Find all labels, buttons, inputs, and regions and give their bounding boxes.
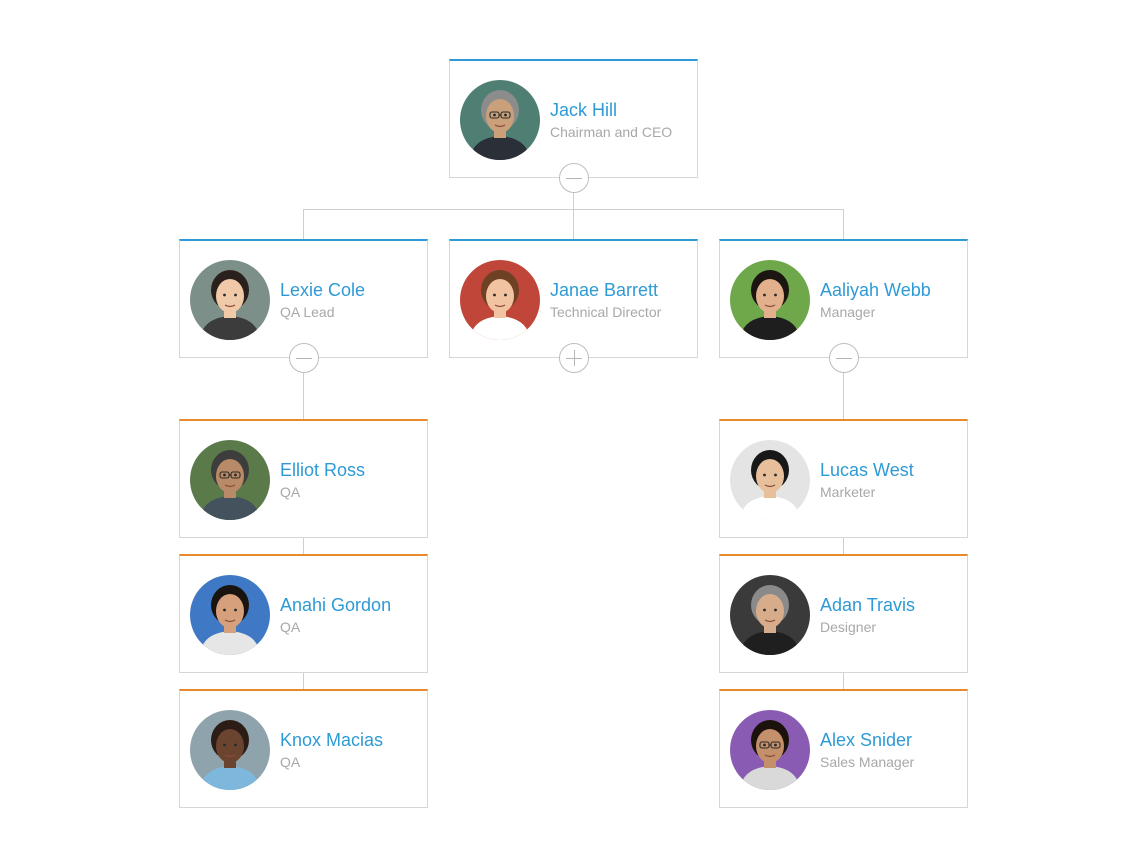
minus-icon	[296, 358, 312, 359]
employee-title: Technical Director	[550, 304, 662, 320]
avatar-photo	[730, 710, 810, 790]
avatar-photo	[730, 575, 810, 655]
avatar-photo	[190, 260, 270, 340]
employee-name: Lucas West	[820, 460, 914, 480]
avatar	[730, 440, 810, 520]
avatar	[460, 260, 540, 340]
employee-name: Aaliyah Webb	[820, 280, 931, 300]
avatar	[190, 575, 270, 655]
avatar-photo	[190, 575, 270, 655]
employee-name: Jack Hill	[550, 100, 618, 120]
avatar-photo	[460, 80, 540, 160]
avatar	[730, 260, 810, 340]
employee-title: Marketer	[820, 484, 876, 500]
employee-title: Chairman and CEO	[550, 124, 673, 140]
avatar	[190, 440, 270, 520]
employee-name: Alex Snider	[820, 730, 913, 750]
employee-title: QA	[280, 754, 301, 770]
org-node-lexie-cole[interactable]: Lexie Cole QA Lead	[179, 239, 428, 358]
employee-name: Elliot Ross	[280, 460, 366, 480]
avatar-photo	[730, 260, 810, 340]
collapse-toggle-button[interactable]	[829, 343, 859, 373]
employee-title: Designer	[820, 619, 877, 635]
employee-name: Lexie Cole	[280, 280, 366, 300]
avatar-photo	[460, 260, 540, 340]
connector-line	[843, 673, 844, 689]
employee-title: QA	[280, 619, 301, 635]
minus-icon	[566, 178, 582, 179]
avatar	[730, 710, 810, 790]
avatar	[730, 575, 810, 655]
avatar	[460, 80, 540, 160]
connector-line	[573, 178, 574, 209]
connector-line	[303, 358, 304, 419]
connector-line	[303, 209, 304, 239]
connector-line	[843, 209, 844, 239]
avatar-photo	[190, 440, 270, 520]
connector-line	[303, 673, 304, 689]
plus-icon	[574, 350, 575, 366]
connector-line	[843, 538, 844, 554]
employee-name: Adan Travis	[820, 595, 916, 615]
expand-toggle-button[interactable]	[559, 343, 589, 373]
connector-line	[843, 358, 844, 419]
employee-title: Sales Manager	[820, 754, 915, 770]
minus-icon	[836, 358, 852, 359]
employee-name: Knox Macias	[280, 730, 384, 750]
collapse-toggle-button[interactable]	[559, 163, 589, 193]
employee-title: Manager	[820, 304, 876, 320]
avatar	[190, 260, 270, 340]
employee-title: QA	[280, 484, 301, 500]
avatar	[190, 710, 270, 790]
avatar-photo	[730, 440, 810, 520]
avatar-photo	[190, 710, 270, 790]
collapse-toggle-button[interactable]	[289, 343, 319, 373]
connector-line	[303, 538, 304, 554]
employee-name: Anahi Gordon	[280, 595, 392, 615]
connector-line	[573, 209, 574, 239]
employee-name: Janae Barrett	[550, 280, 659, 300]
employee-title: QA Lead	[280, 304, 335, 320]
